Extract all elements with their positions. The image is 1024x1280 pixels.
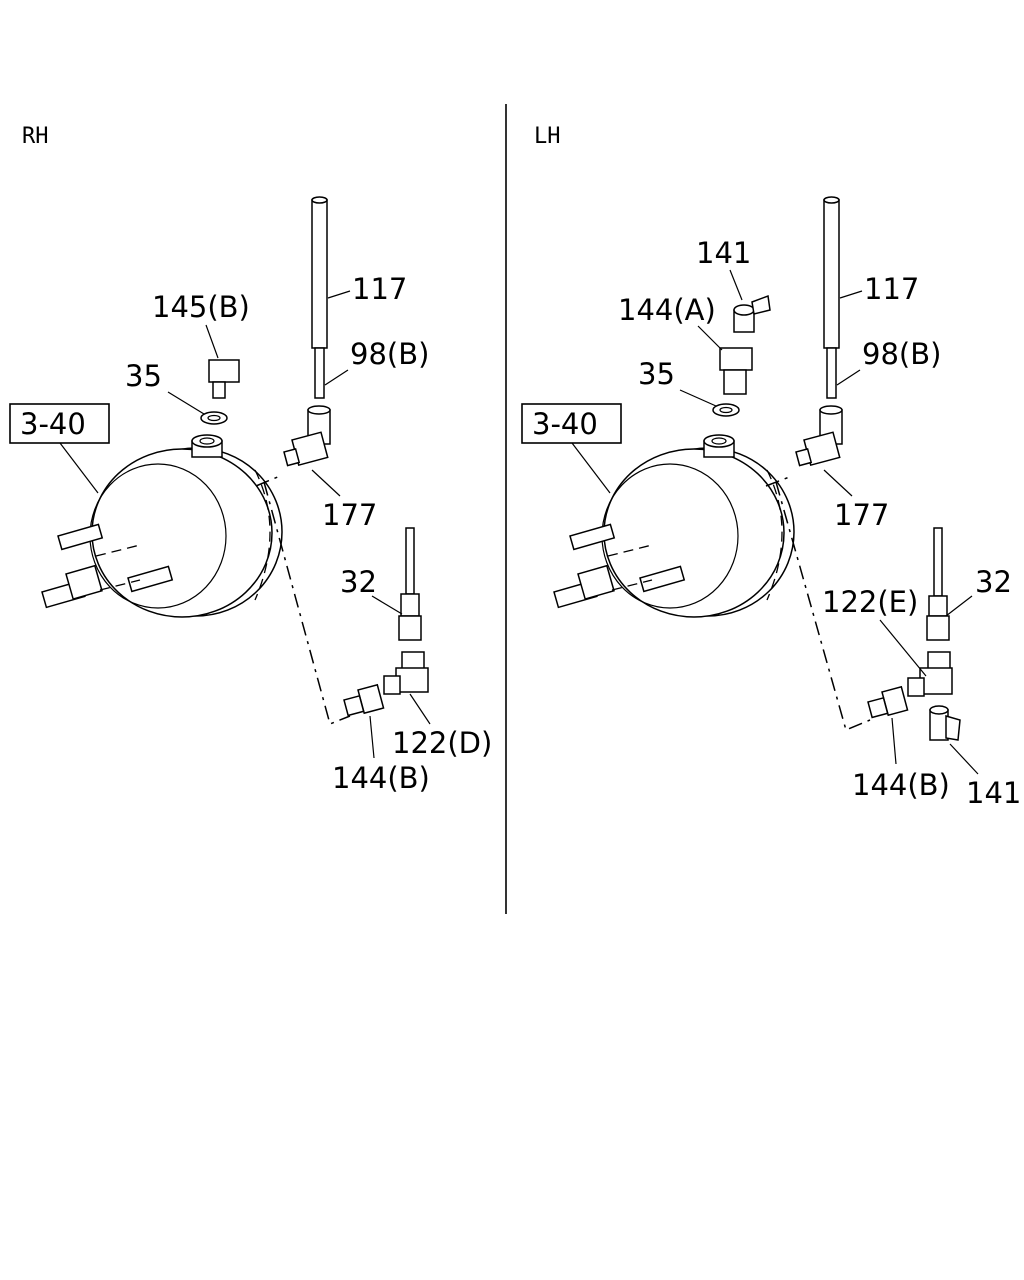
rh-side-label: RH <box>22 124 49 149</box>
rh-ref-leader <box>59 442 99 494</box>
lh-brake-chamber[interactable] <box>553 434 795 618</box>
rh-ref-label: 3-40 <box>20 407 86 441</box>
lh-label-141-bottom: 141 <box>966 776 1021 810</box>
lh-panel: LH 3-40 14 <box>521 124 1021 810</box>
rh-fitting-32[interactable] <box>398 527 422 641</box>
lh-fitting-32[interactable] <box>926 527 950 641</box>
rh-ref-box[interactable] <box>9 403 110 444</box>
rh-label-98b: 98(B) <box>350 337 429 371</box>
lh-hose-117[interactable] <box>823 196 840 399</box>
rh-label-144b: 144(B) <box>332 761 430 795</box>
lh-elbow-122e[interactable] <box>907 651 953 697</box>
lh-label-144a: 144(A) <box>618 293 716 327</box>
rh-label-35: 35 <box>125 359 162 393</box>
lh-fitting-144b[interactable] <box>867 685 909 719</box>
lh-label-32: 32 <box>975 565 1012 599</box>
lh-ref-label: 3-40 <box>532 407 598 441</box>
rh-label-117: 117 <box>352 272 407 306</box>
lh-label-98b: 98(B) <box>862 337 941 371</box>
rh-label-177: 177 <box>322 498 377 532</box>
rh-label-122d: 122(D) <box>392 726 492 760</box>
rh-label-32: 32 <box>340 565 377 599</box>
rh-elbow-122d[interactable] <box>383 651 429 695</box>
lh-label-141-top: 141 <box>696 236 751 270</box>
lh-label-117: 117 <box>864 272 919 306</box>
rh-washer-35[interactable] <box>200 411 228 425</box>
rh-hose-117[interactable] <box>311 196 328 399</box>
rh-panel: RH 3-40 <box>9 124 492 795</box>
lh-side-label: LH <box>534 124 561 149</box>
rh-brake-chamber[interactable] <box>41 434 283 618</box>
lh-label-177: 177 <box>834 498 889 532</box>
lh-elbow-177[interactable] <box>795 405 843 467</box>
lh-valve-141-bottom[interactable] <box>929 705 961 741</box>
rh-fitting-144b[interactable] <box>343 683 385 717</box>
lh-label-122e: 122(E) <box>822 585 918 619</box>
lh-fitting-144a[interactable] <box>719 347 753 395</box>
lh-washer-35[interactable] <box>712 403 740 417</box>
lh-ref-box[interactable] <box>521 403 622 444</box>
rh-elbow-177[interactable] <box>283 405 331 467</box>
rh-bolt-145b[interactable] <box>208 359 240 399</box>
lh-label-144b: 144(B) <box>852 768 950 802</box>
lh-valve-141-top[interactable] <box>733 294 771 333</box>
lh-label-35: 35 <box>638 357 675 391</box>
rh-label-145b: 145(B) <box>152 290 250 324</box>
